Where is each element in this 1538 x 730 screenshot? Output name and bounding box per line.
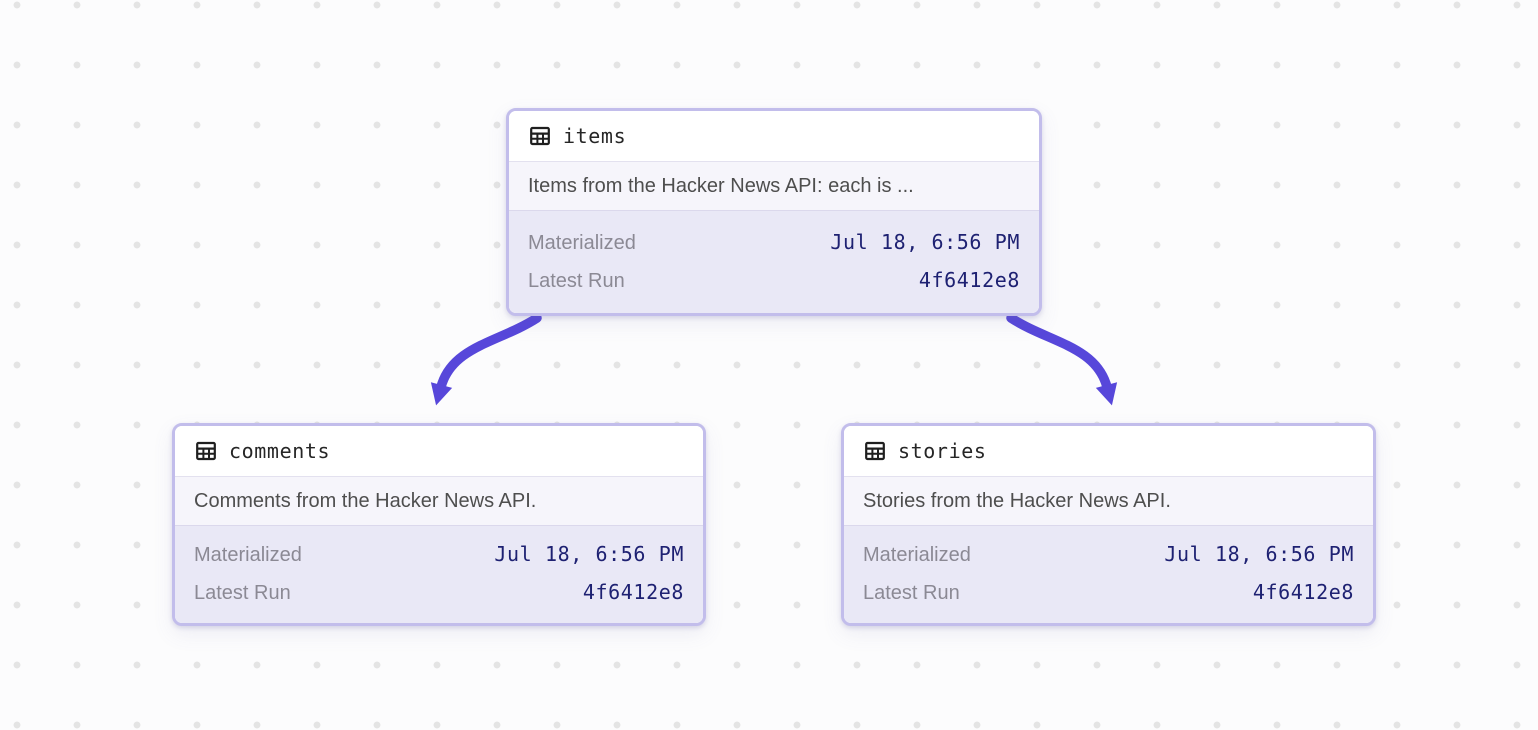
asset-node-items[interactable]: items Items from the Hacker News API: ea… bbox=[506, 108, 1042, 316]
materialized-value: Jul 18, 6:56 PM bbox=[1164, 542, 1354, 566]
asset-stats: Materialized Jul 18, 6:56 PM Latest Run … bbox=[509, 211, 1039, 313]
materialized-label: Materialized bbox=[528, 231, 636, 254]
table-icon bbox=[865, 441, 885, 461]
materialized-row: Materialized Jul 18, 6:56 PM bbox=[194, 542, 684, 567]
latest-run-label: Latest Run bbox=[194, 582, 291, 604]
asset-node-header: stories bbox=[844, 426, 1373, 477]
asset-description: Items from the Hacker News API: each is … bbox=[509, 162, 1039, 211]
latest-run-row: Latest Run 4f6412e8 bbox=[194, 580, 684, 605]
materialized-label: Materialized bbox=[863, 544, 971, 566]
materialized-value: Jul 18, 6:56 PM bbox=[494, 542, 684, 566]
asset-stats: Materialized Jul 18, 6:56 PM Latest Run … bbox=[175, 526, 703, 623]
materialized-label: Materialized bbox=[194, 544, 302, 566]
asset-node-comments[interactable]: comments Comments from the Hacker News A… bbox=[172, 423, 706, 626]
table-icon bbox=[530, 126, 550, 146]
latest-run-row: Latest Run 4f6412e8 bbox=[528, 268, 1020, 293]
materialized-value: Jul 18, 6:56 PM bbox=[830, 229, 1020, 254]
asset-title: comments bbox=[229, 439, 331, 463]
asset-node-header: items bbox=[509, 111, 1039, 162]
asset-description: Comments from the Hacker News API. bbox=[175, 477, 703, 526]
asset-node-stories[interactable]: stories Stories from the Hacker News API… bbox=[841, 423, 1376, 626]
materialized-row: Materialized Jul 18, 6:56 PM bbox=[863, 542, 1354, 567]
latest-run-label: Latest Run bbox=[863, 582, 960, 604]
latest-run-row: Latest Run 4f6412e8 bbox=[863, 580, 1354, 605]
latest-run-value: 4f6412e8 bbox=[918, 267, 1020, 292]
asset-title: stories bbox=[898, 439, 987, 463]
asset-stats: Materialized Jul 18, 6:56 PM Latest Run … bbox=[844, 526, 1373, 623]
asset-title: items bbox=[563, 124, 627, 148]
table-icon bbox=[196, 441, 216, 461]
latest-run-value: 4f6412e8 bbox=[582, 580, 684, 604]
edge-items-to-comments bbox=[430, 313, 542, 406]
latest-run-value: 4f6412e8 bbox=[1252, 580, 1354, 604]
asset-node-header: comments bbox=[175, 426, 703, 477]
latest-run-label: Latest Run bbox=[528, 269, 625, 292]
edge-items-to-stories bbox=[1006, 313, 1118, 406]
materialized-row: Materialized Jul 18, 6:56 PM bbox=[528, 230, 1020, 255]
asset-description: Stories from the Hacker News API. bbox=[844, 477, 1373, 526]
